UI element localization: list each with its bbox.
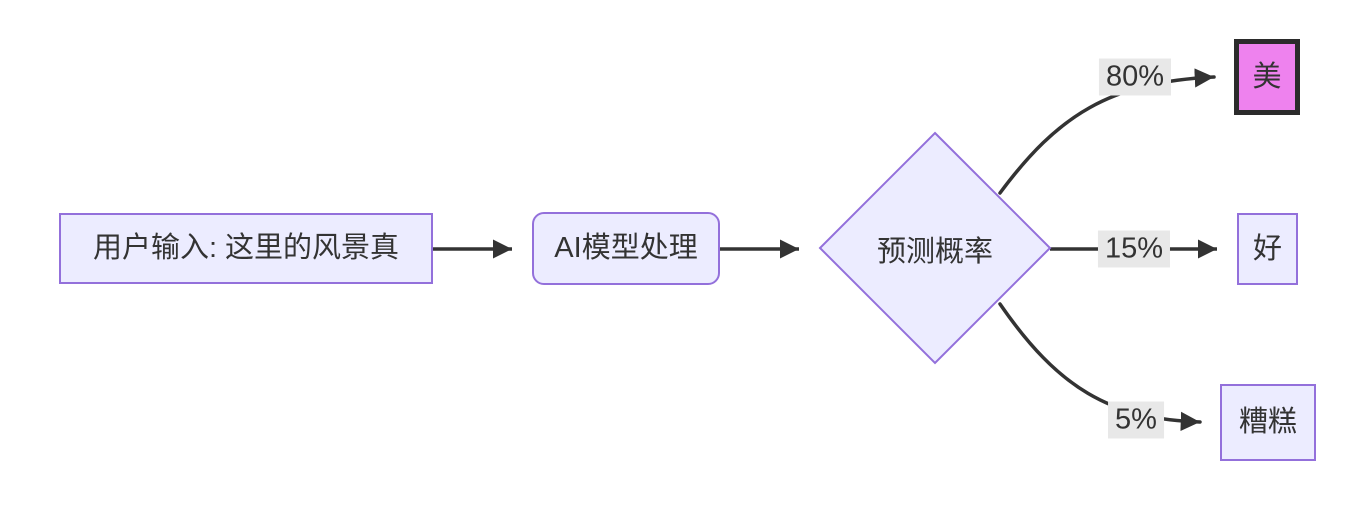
node-result-good: 好 [1237,213,1298,285]
node-user-input-label: 用户输入: 这里的风景真 [92,232,400,265]
node-ai-model-label: AI模型处理 [554,232,698,265]
edge-label-5-percent: 5% [1108,401,1164,439]
node-decision: 预测概率 [835,229,1035,269]
node-result-bad-label: 糟糕 [1238,406,1297,439]
node-decision-label: 预测概率 [876,236,993,268]
node-result-good-label: 好 [1252,232,1282,265]
decision-diamond-shape [818,131,1052,365]
node-result-beautiful-label: 美 [1252,60,1282,93]
node-result-beautiful: 美 [1234,39,1300,115]
edge-decision-to-bad [998,302,1202,431]
node-result-bad: 糟糕 [1220,384,1316,461]
node-user-input: 用户输入: 这里的风景真 [59,213,433,284]
edge-label-80-percent: 80% [1098,58,1172,96]
edge-label-15-percent: 15% [1097,230,1171,268]
node-ai-model: AI模型处理 [532,212,720,285]
edge-decision-to-beautiful [998,68,1216,195]
